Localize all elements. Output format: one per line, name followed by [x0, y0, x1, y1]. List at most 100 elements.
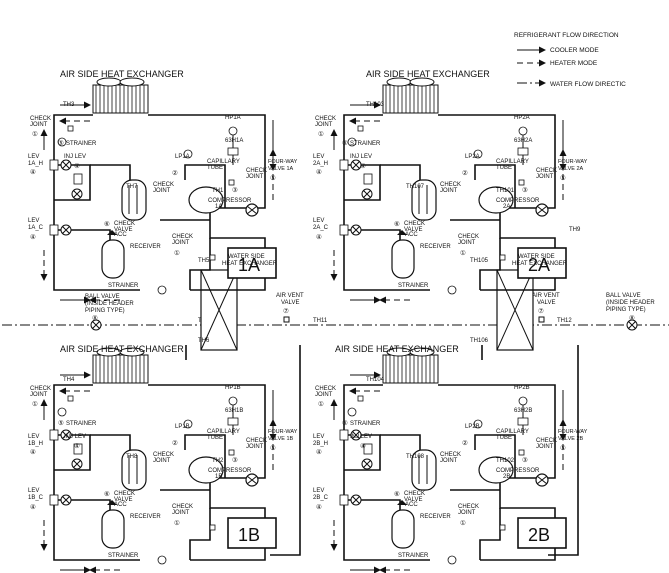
unit-2B-inj-lev: INJ LEV: [350, 434, 372, 440]
unit-2A-comp-l1: COMPRESSOR: [496, 198, 540, 204]
legend-water-flow: WATER FLOW DIRECTIC: [550, 81, 626, 88]
unit-2B-acc: ACC: [405, 502, 418, 508]
unit-1B-lev-c-l2: 1B_C: [28, 495, 44, 501]
unit-2B-cv-l2: VALVE: [404, 497, 422, 503]
unit-2A-th-out: TH105: [470, 258, 489, 264]
unit-2A-lev-h-l2: 2A_H: [313, 161, 328, 167]
unit-1A-cap-l2: TUBE: [207, 165, 223, 171]
unit-2B-lev-c-num: ④: [316, 503, 322, 511]
air-vent-left-l1: AIR VENT: [276, 293, 304, 299]
unit-1B-cv-l1: CHECK: [114, 491, 135, 497]
unit-1B-num5: ⑤: [270, 444, 276, 452]
unit-2B-comp-l2: 2B: [503, 474, 510, 480]
unit-1A-check-joint-l2: JOINT: [30, 122, 48, 128]
unit-1B-comp-l1: COMPRESSOR: [208, 468, 252, 474]
unit-2B-lev-h-l2: 2B_H: [313, 441, 328, 447]
unit-2A-num1b: ①: [460, 249, 466, 257]
unit-2B-inj-num: ④: [360, 442, 366, 450]
unit-1B-badge: 1B: [238, 525, 260, 545]
unit-1B-comp-l2: 1B: [215, 474, 222, 480]
unit-1B-cj4-l1: CHECK: [172, 504, 193, 510]
unit-1A-hp: HP1A: [225, 115, 241, 121]
unit-1A-th-fin: TH3: [63, 102, 75, 108]
unit-1B-num3: ③: [232, 456, 238, 464]
unit-2A-th-acc: TH107: [406, 184, 425, 190]
air-vent-right-l1: AIR VENT: [532, 293, 560, 299]
unit-1A-air-hx: AIR SIDE HEAT EXCHANGER: [60, 69, 184, 79]
unit-1B-strainer-num: ⑤: [58, 419, 64, 427]
unit-1A-comp-l1: COMPRESSOR: [208, 198, 252, 204]
unit-2B-badge: 2B: [528, 525, 550, 545]
unit-2B-lp: LP2B: [465, 424, 480, 430]
unit-1B-num2: ②: [172, 439, 178, 447]
unit-1B-cj2-l2: JOINT: [153, 458, 171, 464]
unit-1B-lev-h-num: ④: [30, 448, 36, 456]
unit-1A-lev-c-l1: LEV: [28, 218, 39, 224]
unit-2B-strainer2: STRAINER: [398, 553, 429, 559]
unit-1B-cv-l2: VALVE: [114, 497, 132, 503]
unit-1B-cj4-l2: JOINT: [172, 510, 190, 516]
unit-2A-num5: ⑤: [560, 174, 566, 182]
air-vent-left-num: ⑦: [283, 307, 289, 315]
unit-1A-lev-h-l1: LEV: [28, 154, 39, 160]
unit-1A-th-comp: TH1: [212, 188, 224, 194]
th11-label: TH11: [313, 318, 328, 324]
unit-1A-lev-c-l2: 1A_C: [28, 225, 44, 231]
unit-1B-th-fin: TH4: [63, 377, 75, 383]
unit-1B-th-comp: TH2: [212, 458, 224, 464]
unit-2A-th-comp: TH101: [496, 188, 515, 194]
unit-1A-receiver: RECEIVER: [130, 244, 161, 250]
unit-2B: 2B: [334, 348, 566, 570]
unit-2B-air-hx: AIR SIDE HEAT EXCHANGER: [335, 344, 459, 354]
unit-2B-sw: 63H2B: [514, 408, 532, 414]
unit-2A-lev-c-l1: LEV: [313, 218, 324, 224]
legend-cooler-mode: COOLER MODE: [550, 47, 599, 54]
ball-valve-right-l1: BALL VALVE: [606, 293, 641, 299]
water-hx-right: [496, 269, 534, 351]
unit-2A-receiver: RECEIVER: [420, 244, 451, 250]
unit-2B-th-out: TH106: [470, 338, 489, 344]
unit-2B-lev-h-l1: LEV: [313, 434, 324, 440]
unit-2A-lev-c-num: ④: [316, 233, 322, 241]
unit-2B-4way-l1: FOUR-WAY: [558, 429, 588, 435]
ball-valve-left-l2: (INSIDE HEADER: [85, 301, 134, 307]
unit-2B-check-joint-l1: CHECK: [315, 386, 336, 392]
ball-valve-left-l3: PIPING TYPE): [85, 308, 125, 314]
unit-1A-inj-num: ④: [74, 162, 80, 170]
unit-1A-sw: 63H1A: [225, 138, 243, 144]
unit-2A-strainer-num: ⑤: [342, 139, 348, 147]
unit-2B-hp: HP2B: [514, 385, 530, 391]
water-hx-left: [200, 269, 238, 351]
unit-1A-inj-lev: INJ LEV: [64, 154, 86, 160]
unit-1A-strainer-num: ⑤: [58, 139, 64, 147]
unit-2B-strainer-num: ⑤: [342, 419, 348, 427]
unit-1A-num5: ⑤: [270, 174, 276, 182]
unit-1B-4way-l1: FOUR-WAY: [268, 429, 298, 435]
unit-1B-hp: HP1B: [225, 385, 241, 391]
unit-1A: 1A: [44, 78, 276, 300]
unit-1B-num1: ①: [32, 400, 38, 408]
unit-1A-comp-l2: 1A: [215, 204, 222, 210]
unit-2B-cj2-l1: CHECK: [440, 452, 461, 458]
unit-2B-cj3-l2: JOINT: [536, 444, 554, 450]
air-vent-left: [283, 316, 290, 323]
unit-2A-strainer2: STRAINER: [398, 283, 429, 289]
unit-1A-cj2-l1: CHECK: [153, 182, 174, 188]
unit-1A-4way-l2: VALVE 1A: [268, 166, 294, 172]
unit-1A-num1: ①: [32, 130, 38, 138]
unit-2A-num3: ③: [522, 186, 528, 194]
unit-2B-cj2-l2: JOINT: [440, 458, 458, 464]
unit-2A-cj2-l2: JOINT: [440, 188, 458, 194]
unit-2B-th-comp: TH102: [496, 458, 515, 464]
unit-1B-cj3-l1: CHECK: [246, 438, 267, 444]
unit-1A-lp: LP1A: [175, 154, 190, 160]
unit-2A-cj2-l1: CHECK: [440, 182, 461, 188]
unit-1A-lev-h-l2: 1A_H: [28, 161, 43, 167]
unit-2A-air-hx: AIR SIDE HEAT EXCHANGER: [366, 69, 490, 79]
unit-2A-cap-l1: CAPILLARY: [496, 159, 529, 165]
unit-2B-cap-l2: TUBE: [496, 435, 512, 441]
unit-2A-cap-l2: TUBE: [496, 165, 512, 171]
unit-2A-cj4-l1: CHECK: [458, 234, 479, 240]
ball-valve-right-l3: PIPING TYPE): [606, 307, 646, 313]
